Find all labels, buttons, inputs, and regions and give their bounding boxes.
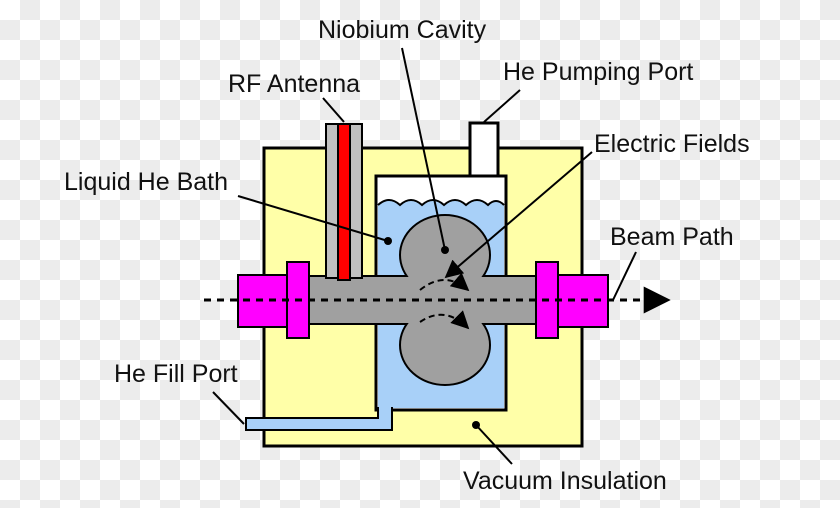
label-vacuum-insulation: Vacuum Insulation: [463, 467, 667, 495]
label-liquid-he-bath: Liquid He Bath: [64, 168, 228, 196]
electric-field-upper: [419, 272, 470, 292]
label-electric-fields: Electric Fields: [594, 130, 750, 158]
leader-niobium-cavity: [401, 47, 446, 251]
electric-field-lower: [419, 310, 470, 330]
label-niobium-cavity: Niobium Cavity: [318, 16, 487, 44]
leader-electric-fields: [444, 151, 593, 279]
leader-beam-path: [612, 251, 637, 301]
leader-he-pumping-port: [483, 89, 521, 123]
leader-he-fill-port: [212, 391, 245, 425]
he-fill-line: [245, 407, 393, 431]
label-rf-antenna: RF Antenna: [228, 70, 360, 98]
label-he-fill-port: He Fill Port: [114, 360, 238, 388]
liquid-surface-waves: [377, 199, 505, 207]
label-beam-path: Beam Path: [610, 223, 734, 251]
rf-antenna: [337, 123, 351, 281]
leader-rf-antenna: [322, 97, 345, 123]
leader-liquid-he-bath: [237, 195, 389, 242]
label-he-pumping-port: He Pumping Port: [503, 58, 693, 86]
leader-vacuum-insulation: [475, 424, 513, 465]
